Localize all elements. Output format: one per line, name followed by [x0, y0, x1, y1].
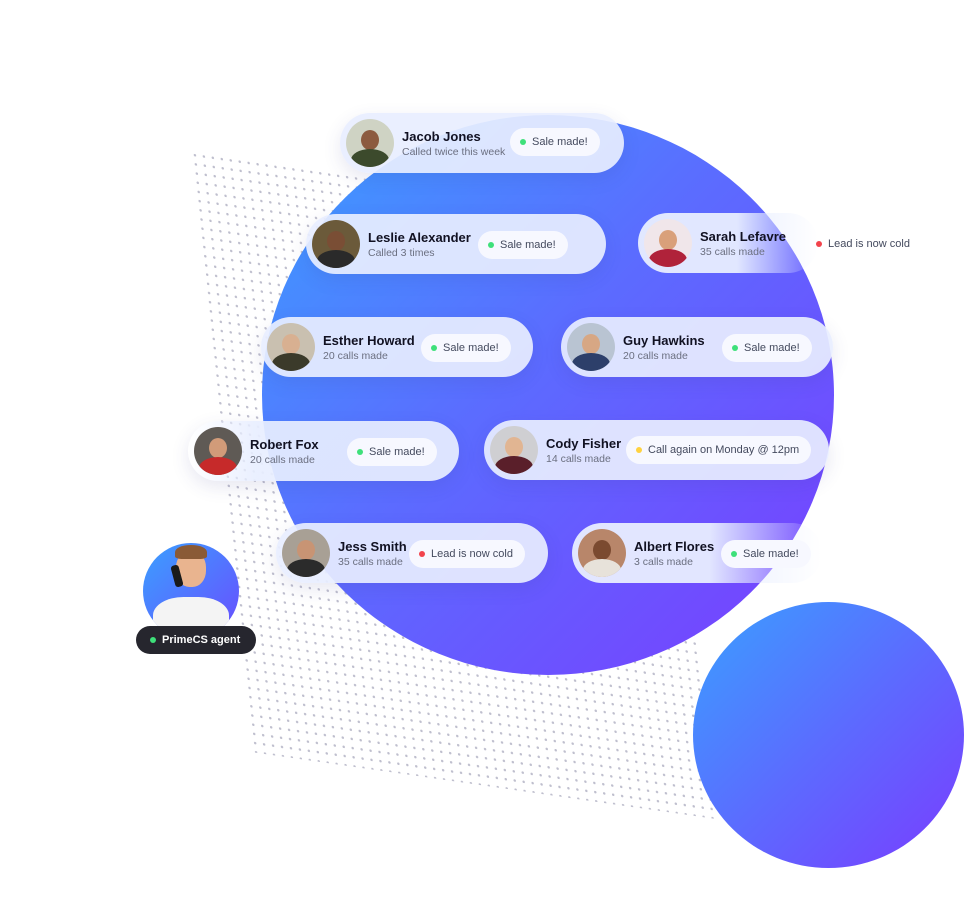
status-badge: Sale made!	[721, 540, 811, 568]
avatar	[578, 529, 626, 577]
avatar	[282, 529, 330, 577]
avatar	[194, 427, 242, 475]
status-badge: Sale made!	[722, 334, 812, 362]
status-dot-icon	[520, 139, 526, 145]
status-badge: Sale made!	[478, 231, 568, 259]
status-badge: Sale made!	[347, 438, 437, 466]
contact-call-count: Called twice this week	[402, 145, 506, 158]
contact-call-count: 35 calls made	[338, 555, 403, 568]
status-dot-icon	[731, 551, 737, 557]
contact-card-esther-howard[interactable]: Esther Howard 20 calls made Sale made!	[261, 317, 533, 377]
contact-call-count: 20 calls made	[250, 453, 315, 466]
status-dot-icon	[488, 242, 494, 248]
background-circle-large	[262, 115, 834, 675]
contact-name: Albert Flores	[634, 538, 715, 554]
contact-card-leslie-alexander[interactable]: Leslie Alexander Called 3 times Sale mad…	[306, 214, 606, 274]
contact-card-robert-fox[interactable]: Robert Fox 20 calls made Sale made!	[188, 421, 459, 481]
contact-call-count: 3 calls made	[634, 555, 693, 568]
contact-name: Cody Fisher	[546, 435, 622, 451]
status-badge-sarah-lefavre: Lead is now cold	[806, 230, 922, 258]
contact-call-count: 20 calls made	[323, 349, 388, 362]
contact-call-count: 14 calls made	[546, 452, 611, 465]
contact-name: Robert Fox	[250, 436, 319, 452]
agent-label: PrimeCS agent	[162, 634, 241, 646]
contact-card-sarah-lefavre[interactable]: Sarah Lefavre 35 calls made	[638, 213, 818, 273]
status-badge: Call again on Monday @ 12pm	[626, 436, 812, 464]
contact-name: Guy Hawkins	[623, 332, 705, 348]
status-dot-icon	[357, 449, 363, 455]
status-dot-icon	[431, 345, 437, 351]
avatar	[490, 426, 538, 474]
status-dot-icon	[636, 447, 642, 453]
status-dot-icon	[816, 241, 822, 247]
contact-call-count: 35 calls made	[700, 245, 765, 258]
contact-card-jess-smith[interactable]: Jess Smith 35 calls made Lead is now col…	[276, 523, 548, 583]
avatar	[346, 119, 394, 167]
status-badge: Sale made!	[510, 128, 600, 156]
avatar	[567, 323, 615, 371]
avatar	[312, 220, 360, 268]
status-dot-icon	[419, 551, 425, 557]
contact-name: Esther Howard	[323, 332, 415, 348]
contact-name: Jacob Jones	[402, 128, 481, 144]
contact-call-count: Called 3 times	[368, 246, 435, 259]
contact-card-jacob-jones[interactable]: Jacob Jones Called twice this week Sale …	[340, 113, 624, 173]
status-badge: Lead is now cold	[409, 540, 525, 568]
contact-name: Leslie Alexander	[368, 229, 471, 245]
status-dot-icon	[732, 345, 738, 351]
status-dot-icon	[150, 637, 156, 643]
contact-name: Sarah Lefavre	[700, 228, 786, 244]
contact-card-guy-hawkins[interactable]: Guy Hawkins 20 calls made Sale made!	[561, 317, 833, 377]
contact-card-cody-fisher[interactable]: Cody Fisher 14 calls made Call again on …	[484, 420, 829, 480]
avatar	[644, 219, 692, 267]
agent-badge: PrimeCS agent	[136, 626, 257, 654]
background-circle-small	[693, 602, 964, 868]
contact-call-count: 20 calls made	[623, 349, 688, 362]
contact-name: Jess Smith	[338, 538, 407, 554]
contact-card-albert-flores[interactable]: Albert Flores 3 calls made Sale made!	[572, 523, 822, 583]
status-badge: Sale made!	[421, 334, 511, 362]
avatar	[267, 323, 315, 371]
agent-avatar	[143, 543, 239, 639]
